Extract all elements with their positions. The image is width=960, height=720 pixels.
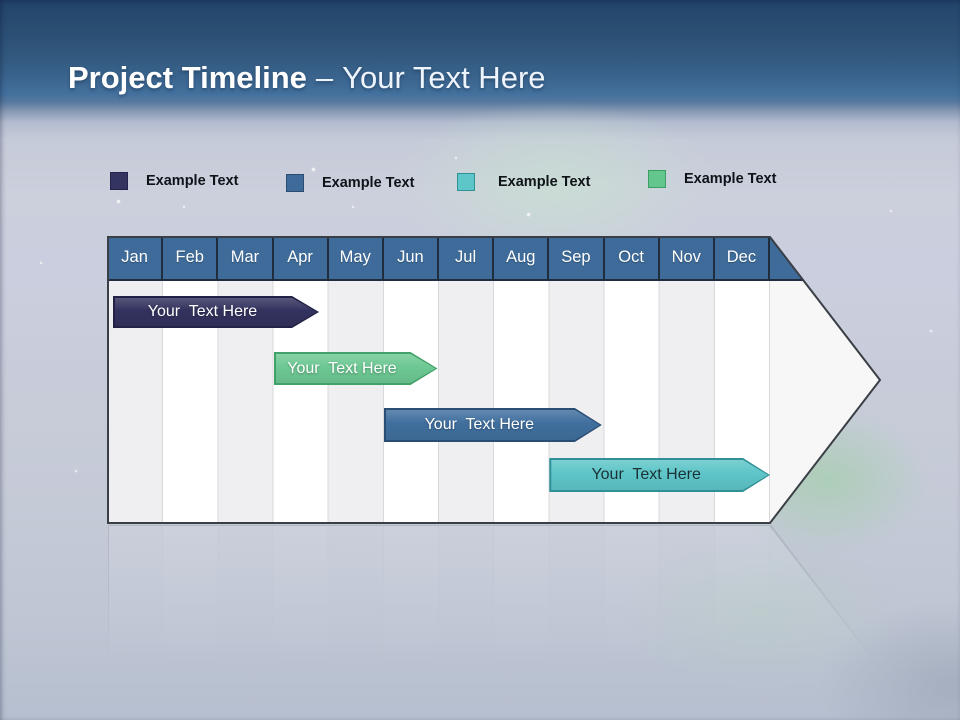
star-speck (75, 470, 77, 472)
star-speck (183, 206, 185, 208)
star-speck (455, 157, 457, 159)
gantt-bar-label: Your Text Here (287, 359, 397, 377)
legend-label: Example Text (684, 171, 777, 187)
aurora-glow (620, 530, 900, 690)
star-speck (40, 262, 42, 264)
legend-swatch (110, 172, 128, 190)
gantt-bar-label: Your Text Here (591, 466, 701, 483)
legend-swatch (648, 170, 666, 188)
background-shade (820, 600, 960, 720)
page-title[interactable]: Project Timeline–Your Text Here (68, 58, 546, 98)
star-speck (312, 168, 315, 171)
legend-label: Example Text (322, 175, 415, 191)
gantt-bar-label: Your Text Here (147, 303, 258, 320)
legend-swatch (286, 174, 304, 192)
title-main: Project Timeline (68, 60, 307, 95)
timeline-body: Jan Feb Mar Apr May Jun Jul Aug Sep Oct … (108, 237, 880, 523)
legend-item[interactable]: Example Text (110, 168, 238, 194)
gantt-bar[interactable]: Your Text Here (274, 352, 438, 385)
title-dash: – (315, 60, 334, 95)
month-cell: Apr (274, 237, 329, 279)
star-speck (890, 210, 892, 212)
month-cell: Sep (549, 237, 605, 279)
star-speck (117, 200, 120, 203)
gantt-bar[interactable]: Your Text Here (549, 458, 770, 492)
star-speck (352, 206, 354, 208)
month-cell: Jul (439, 237, 495, 279)
month-cell: Nov (660, 237, 715, 279)
timeline-chart: Jan Feb Mar Apr May Jun Jul Aug Sep Oct … (107, 236, 882, 524)
legend-item[interactable]: Example Text (457, 169, 590, 195)
month-cell: Aug (494, 237, 550, 279)
title-subtitle: Your Text Here (342, 60, 546, 95)
month-cell: Mar (218, 237, 274, 279)
month-cell: Jun (384, 237, 439, 279)
month-cell: Oct (605, 237, 660, 279)
gantt-bar[interactable]: Your Text Here (384, 408, 602, 442)
legend-label: Example Text (146, 173, 239, 189)
legend-item[interactable]: Example Text (648, 166, 776, 192)
star-speck (527, 213, 530, 216)
month-cell: Feb (163, 237, 219, 279)
gantt-bar-label: Your Text Here (424, 416, 534, 433)
month-header: Jan Feb Mar Apr May Jun Jul Aug Sep Oct … (108, 237, 880, 281)
legend-item[interactable]: Example Text (286, 170, 414, 196)
gantt-bar[interactable]: Your Text Here (113, 296, 319, 328)
star-speck (930, 330, 932, 332)
legend-swatch (457, 173, 475, 191)
month-cell: Jan (108, 237, 164, 279)
month-cell: May (329, 237, 384, 279)
timeline-reflection (107, 524, 882, 720)
month-cell: Dec (715, 237, 770, 279)
legend-label: Example Text (498, 174, 591, 190)
